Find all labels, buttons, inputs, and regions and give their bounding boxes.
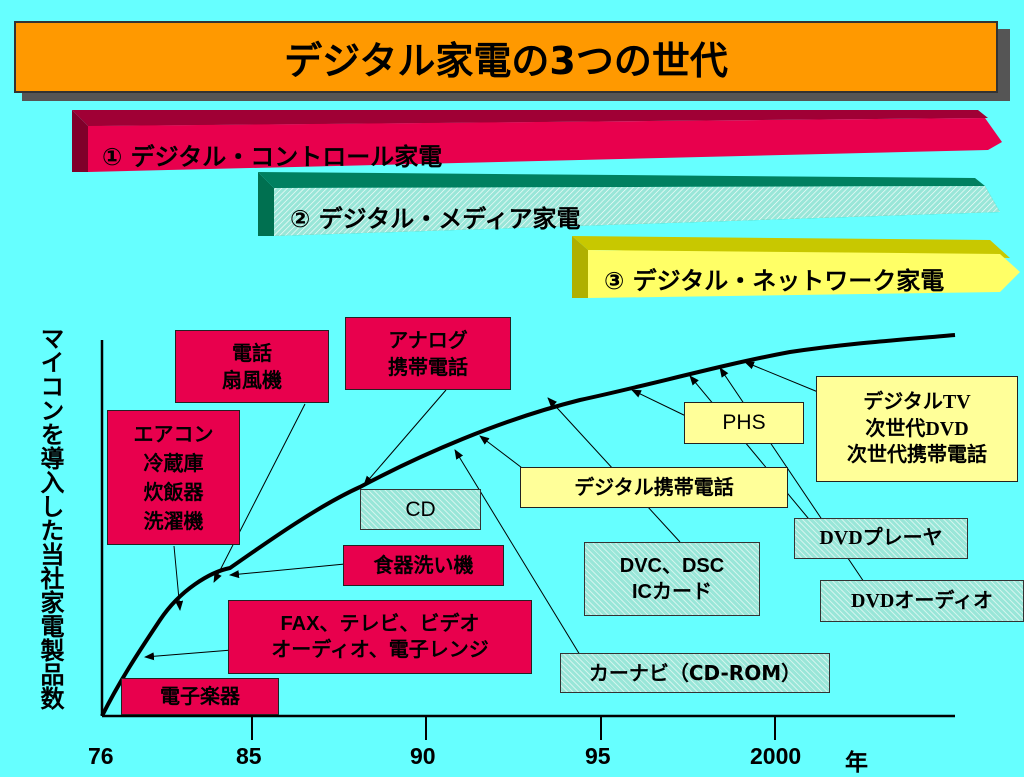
label-mobile-phone: 携帯電話 <box>388 354 468 379</box>
x-tick-85: 85 <box>236 743 262 769</box>
label-next-gen: デジタルTV 次世代DVD 次世代携帯電話 <box>816 376 1018 482</box>
band3-top <box>572 236 1010 258</box>
label-next-gen-dvd: 次世代DVD <box>865 417 969 440</box>
label-fax-tv-line1: FAX、テレビ、ビデオ <box>280 612 480 635</box>
band1-face <box>88 118 1002 172</box>
x-tick-76: 76 <box>88 743 114 769</box>
label-analog: アナログ <box>388 328 468 353</box>
label-dishwasher: 食器洗い機 <box>343 545 504 586</box>
x-unit-label: 年 <box>845 750 868 776</box>
generation-2-label: ② デジタル・メディア家電 <box>290 205 581 233</box>
band2-hatch <box>274 186 1000 236</box>
label-digital-mobile: デジタル携帯電話 <box>520 467 788 508</box>
x-tick-2000: 2000 <box>750 743 802 769</box>
x-tick-95: 95 <box>585 743 611 769</box>
band3-side <box>572 236 588 298</box>
label-dvd-audio: DVDオーディオ <box>820 580 1024 622</box>
label-rice-cooker: 炊飯器 <box>143 479 204 504</box>
arrow-dishwasher <box>229 563 346 579</box>
label-aircon: エアコン <box>133 421 214 446</box>
label-fridge: 冷蔵庫 <box>143 450 204 475</box>
generation-1-label: ① デジタル・コントロール家電 <box>102 143 443 171</box>
x-tick-90: 90 <box>410 743 436 769</box>
arrow-analog-mobile <box>363 389 447 486</box>
label-fax-tv: FAX、テレビ、ビデオ オーディオ、電子レンジ <box>228 600 532 674</box>
label-instrument: 電子楽器 <box>121 678 279 715</box>
label-fax-tv-line2: オーディオ、電子レンジ <box>271 639 489 661</box>
band2-side <box>258 172 274 236</box>
label-digital-tv: デジタルTV <box>863 391 971 414</box>
label-phone-fan: 電話 扇風機 <box>175 330 329 403</box>
label-ic-card: ICカード <box>632 581 712 603</box>
label-phs: PHS <box>684 402 804 444</box>
y-axis-label: マイコンを導入した当社家電製品数 <box>36 326 64 710</box>
label-fan: 扇風機 <box>222 367 282 392</box>
band2-top <box>258 172 985 188</box>
label-analog-mobile: アナログ 携帯電話 <box>345 317 511 390</box>
band1-top <box>72 110 988 126</box>
arrow-fax-tv <box>144 649 233 661</box>
x-axis-ticks <box>251 716 776 740</box>
label-car-nav: カーナビ（CD-ROM） <box>560 653 830 693</box>
label-cd: CD <box>360 489 481 530</box>
arrow-car-nav <box>454 449 581 656</box>
label-dvc-dsc: DVC、DSC <box>619 554 725 577</box>
label-washer: 洗濯機 <box>143 508 204 533</box>
arrow-next-gen <box>744 361 819 393</box>
page-title: デジタル家電の3つの世代 <box>14 21 998 93</box>
arrow-phone-fan <box>213 403 306 583</box>
arrow-appliances <box>173 545 184 611</box>
arrow-phs <box>631 389 691 419</box>
label-appliances: エアコン 冷蔵庫 炊飯器 洗濯機 <box>107 410 240 545</box>
label-dvd-player: DVDプレーヤ <box>794 518 968 559</box>
arrow-dvd-player <box>689 375 819 531</box>
label-dvc: DVC、DSC ICカード <box>584 542 760 616</box>
label-phone: 電話 <box>232 341 272 366</box>
label-next-gen-mobile: 次世代携帯電話 <box>847 444 987 467</box>
band3-face <box>588 250 1020 298</box>
generation-3-label: ③ デジタル・ネットワーク家電 <box>604 267 945 295</box>
growth-curve <box>100 333 956 717</box>
band1-side <box>72 110 88 172</box>
